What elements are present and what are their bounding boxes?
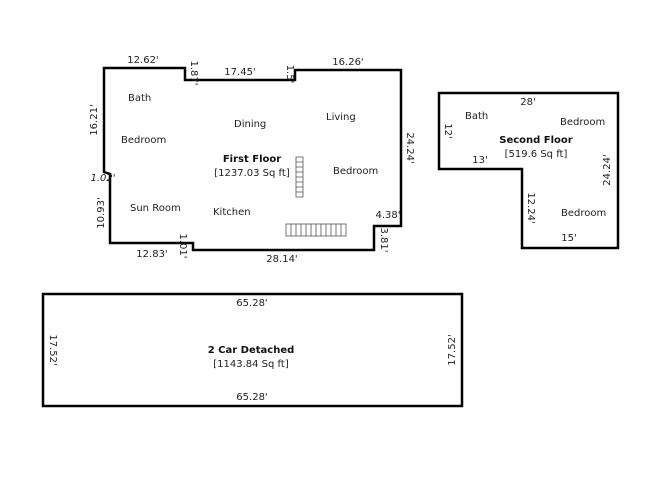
dimension: 16.26' xyxy=(332,57,363,68)
room-label: Bedroom xyxy=(561,208,606,219)
dimension: 12' xyxy=(442,123,453,138)
dimension: 65.28' xyxy=(236,392,267,403)
dimension: 24.24' xyxy=(602,154,613,185)
first-floor-outline xyxy=(102,66,403,252)
room-label: Kitchen xyxy=(213,207,251,218)
room-label: Bath xyxy=(465,111,488,122)
dimension: 1.5' xyxy=(284,65,295,84)
dimension: 4.38' xyxy=(375,210,400,221)
dimension: 17.45' xyxy=(224,67,255,78)
garage-title: 2 Car Detached xyxy=(208,345,295,356)
dimension: 3.81' xyxy=(378,227,389,252)
second-floor-outline xyxy=(437,91,620,250)
floor-area: [519.6 Sq ft] xyxy=(505,149,568,160)
stairs-vertical xyxy=(295,156,304,198)
room-label: Bedroom xyxy=(333,166,378,177)
second-floor: Bath Bedroom Bedroom Second Floor [519.6… xyxy=(437,91,620,250)
dimension: 12.24' xyxy=(525,192,536,223)
dimension: 16.21' xyxy=(89,104,100,135)
dimension: 15' xyxy=(561,233,576,244)
dimension: 17.52' xyxy=(47,334,58,365)
dimension: 1.02' xyxy=(90,173,115,184)
floor-title: Second Floor xyxy=(499,135,573,146)
dimension: 12.83' xyxy=(136,249,167,260)
dimension: 17.52' xyxy=(447,334,458,365)
dimension: 1.87' xyxy=(188,60,199,85)
dimension: 28.14' xyxy=(266,254,297,265)
garage-outline xyxy=(41,292,464,408)
garage-area: [1143.84 Sq ft] xyxy=(213,359,289,370)
room-label: Bedroom xyxy=(121,135,166,146)
first-floor: Bath Bedroom Dining Living Bedroom Sun R… xyxy=(89,55,415,265)
room-label: Bath xyxy=(128,93,151,104)
dimension: 28' xyxy=(520,97,535,108)
dimension: 10.93' xyxy=(96,197,107,228)
stairs-horizontal xyxy=(285,223,347,237)
room-label: Dining xyxy=(234,119,266,130)
room-label: Sun Room xyxy=(130,203,181,214)
dimension: 12.62' xyxy=(127,55,158,66)
dimension: 13' xyxy=(472,155,487,166)
room-label: Bedroom xyxy=(560,117,605,128)
floor-area: [1237.03 Sq ft] xyxy=(214,168,290,179)
floor-title: First Floor xyxy=(223,154,281,165)
dimension: 1.01' xyxy=(177,233,188,258)
room-label: Living xyxy=(326,112,356,123)
dimension: 65.28' xyxy=(236,298,267,309)
dimension: 24.24' xyxy=(404,132,415,163)
garage: 2 Car Detached [1143.84 Sq ft] 65.28' 17… xyxy=(41,292,464,408)
